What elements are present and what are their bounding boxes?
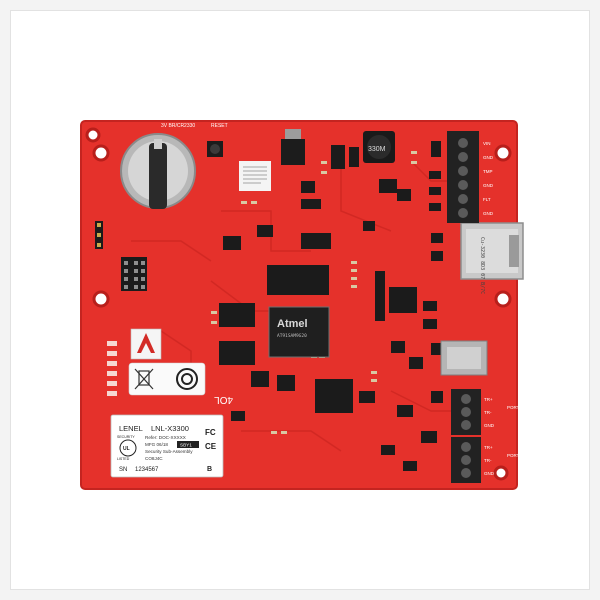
sd-card-slot <box>440 340 488 376</box>
voltage-regulator <box>281 139 305 165</box>
terminal-block-top <box>447 131 479 223</box>
terminal-label-gnd-1: GND <box>483 155 494 160</box>
label-brand: LENEL <box>119 424 143 433</box>
label-model: LNL-X3300 <box>151 424 189 433</box>
compliance-sticker <box>128 362 206 396</box>
label-rev: SBY1 <box>180 443 192 448</box>
ce-mark-icon: CE <box>205 442 217 451</box>
coin-cell-battery <box>120 133 196 209</box>
circuit-board-photo: 3V BR/CR2330 RESET 330M <box>80 120 524 490</box>
rj45-ethernet-jack <box>460 222 524 280</box>
memory-chips <box>219 265 353 413</box>
fcc-icon: FC <box>205 428 216 437</box>
label-refer: Refer: DOC-XXXXX <box>145 435 186 440</box>
terminal-label-tmp: TMP <box>483 169 493 174</box>
terminal-label-gnd-5: GND <box>484 471 495 476</box>
terminal-label-flt: FLT <box>483 197 491 202</box>
reset-button <box>207 141 223 157</box>
rohs-e-icon <box>176 368 198 390</box>
port1-label: PORT 1 <box>507 405 524 410</box>
terminal-bottom-labels: TR+ TR- GND TR+ TR- GND <box>484 397 495 476</box>
product-label <box>110 414 224 478</box>
label-subassembly: Security Sub-Assembly <box>145 449 193 454</box>
weee-bin-icon <box>134 368 154 390</box>
terminal-label-gnd-2: GND <box>483 183 494 188</box>
status-leds <box>107 341 117 396</box>
terminal-label-tr-minus-1: TR- <box>484 410 492 415</box>
silk-reset-label: RESET <box>211 123 228 129</box>
label-rev-letter: B <box>207 466 212 473</box>
ul-listed-icon: UL <box>119 439 137 457</box>
port2-label: PORT 2 <box>507 453 524 458</box>
label-mfg: MFG 06/18 <box>145 442 168 447</box>
label-serial: 1234567 <box>135 467 159 473</box>
label-security: SECURITY <box>117 435 135 439</box>
pcb-board <box>81 121 517 489</box>
terminal-label-tr-minus-2: TR- <box>484 458 492 463</box>
dip-header <box>121 257 147 291</box>
label-serial-prefix: SN <box>119 467 127 473</box>
barcode-sticker <box>239 161 271 191</box>
silk-battery-label: 3V BR/CR2330 <box>161 123 195 129</box>
mounting-holes <box>85 127 512 481</box>
atmel-mcu <box>268 306 330 358</box>
terminal-label-vin: VIN <box>483 141 491 146</box>
terminal-top-labels: VIN GND TMP GND FLT GND <box>483 141 494 216</box>
terminal-block-port2 <box>451 437 481 483</box>
mcu-code-label: AT91SAM9G20 <box>277 333 307 339</box>
power-inductor <box>363 131 395 163</box>
label-rev-box <box>177 441 199 448</box>
label-ul-text: LISTED <box>117 457 130 461</box>
silk-upside-label: 4OL <box>214 394 233 405</box>
label-cert: CO8J4C <box>145 456 163 461</box>
authentic-hologram-icon <box>130 328 162 360</box>
svg-text:UL: UL <box>123 446 130 452</box>
mcu-brand-label: Atmel <box>277 318 308 330</box>
rj45-label: Cu-3230 8D3 07 B/7C <box>479 237 485 294</box>
inductor-label: 330M <box>368 146 386 153</box>
jumper-header-left <box>95 221 103 249</box>
terminal-label-tr-plus-2: TR+ <box>484 445 493 450</box>
terminal-label-tr-plus-1: TR+ <box>484 397 493 402</box>
small-components <box>223 141 443 471</box>
terminal-label-gnd-3: GND <box>483 211 494 216</box>
terminal-block-port1 <box>451 389 481 435</box>
terminal-label-gnd-4: GND <box>484 423 495 428</box>
photo-frame: 3V BR/CR2330 RESET 330M <box>10 10 590 590</box>
